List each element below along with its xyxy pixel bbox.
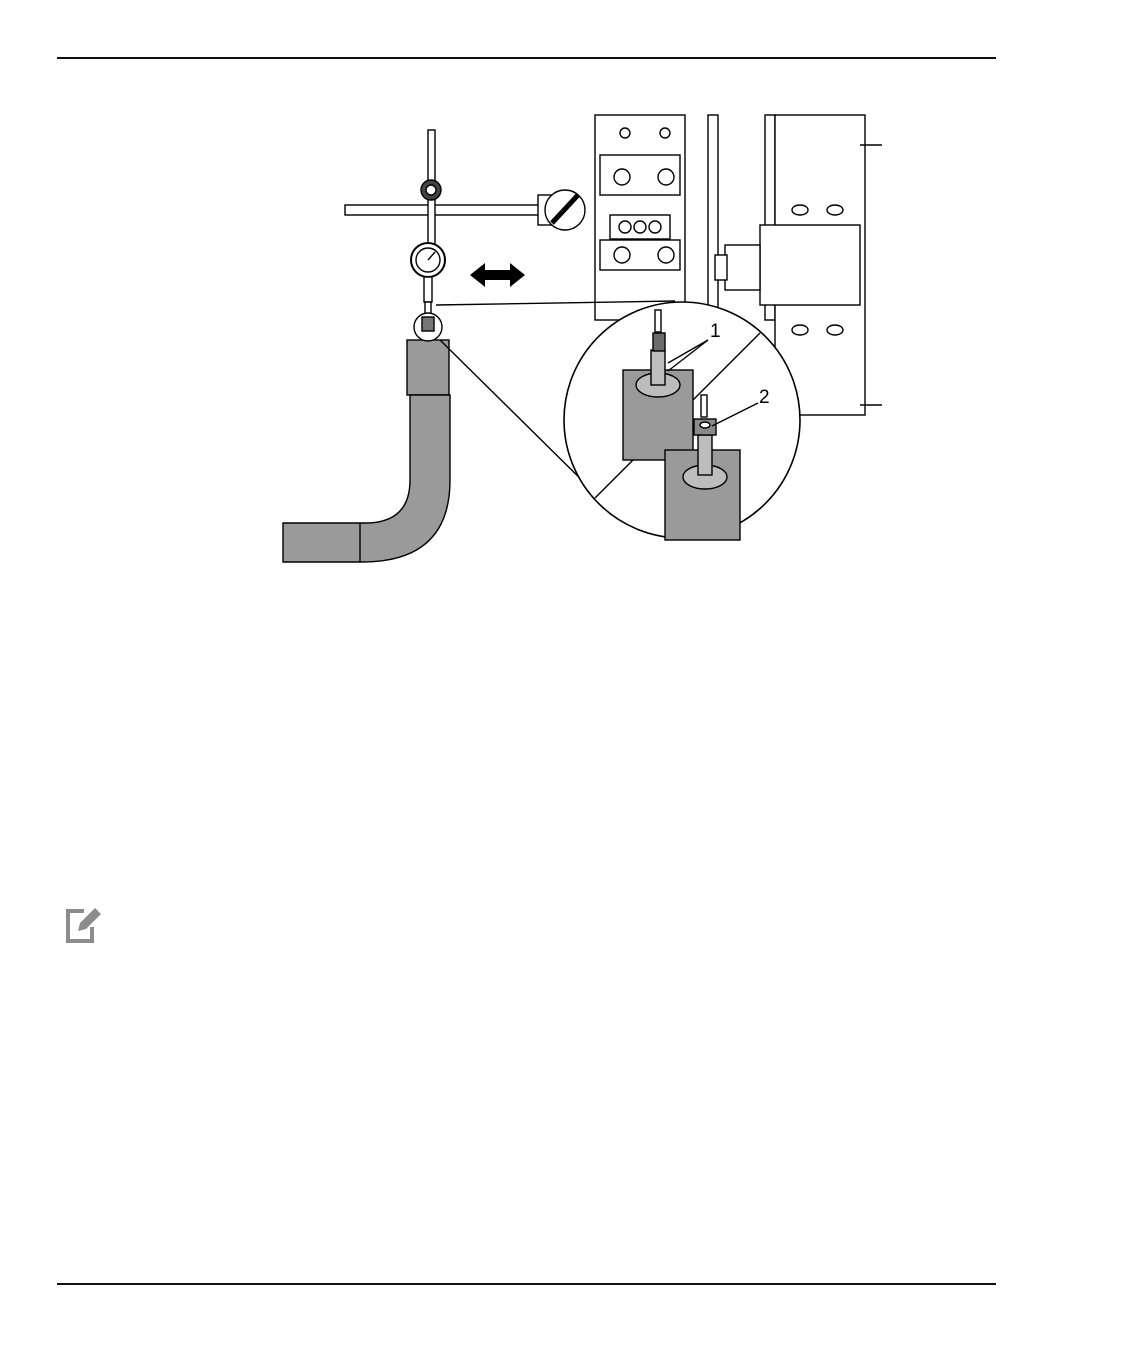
detail-magnifier bbox=[563, 301, 801, 541]
callout-2: 2 bbox=[759, 387, 770, 408]
note-edit-icon bbox=[66, 908, 101, 943]
dial-indicator bbox=[410, 242, 446, 315]
header-rule bbox=[57, 57, 996, 59]
callout-1: 1 bbox=[710, 321, 721, 342]
footer-rule bbox=[57, 1283, 996, 1285]
boring-bar bbox=[282, 312, 451, 563]
turret-assembly bbox=[594, 114, 882, 416]
double-arrow-icon bbox=[470, 263, 525, 287]
indicator-holder-arm bbox=[344, 129, 586, 251]
alignment-illustration: 1 2 bbox=[282, 114, 882, 563]
